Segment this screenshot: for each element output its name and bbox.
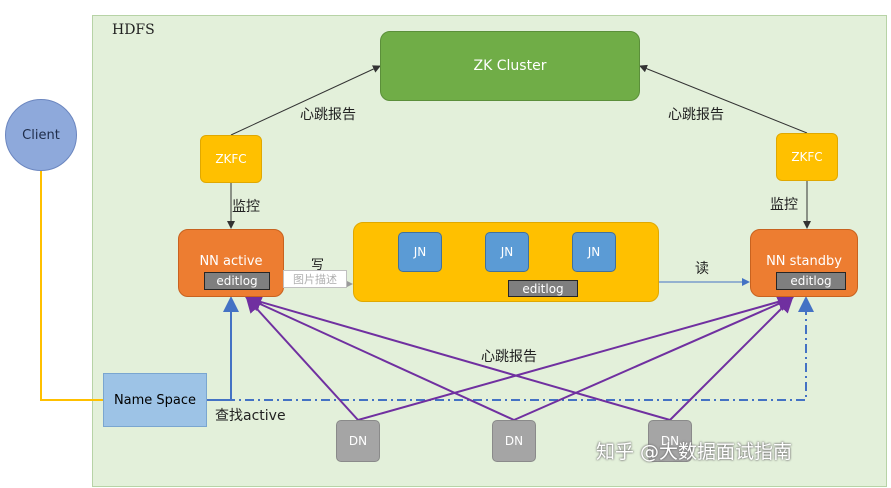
namespace-to-nn-active-line [207,296,239,401]
editlog-standby: editlog [776,272,846,290]
client-to-namespace-line [40,171,103,401]
datanode-2: DN [492,420,536,462]
zkfc-right-node: ZKFC [776,133,838,181]
monitor-label-left: 监控 [232,199,260,215]
journal-node-1: JN [398,232,442,272]
zkfc-left-to-zk-line [230,65,381,136]
zk-cluster-node: ZK Cluster [380,31,640,101]
heartbeat-label-left: 心跳报告 [300,107,356,123]
datanode-heartbeat-label: 心跳报告 [481,349,537,365]
datanode-3: DN [648,420,692,462]
dn3-to-standby-line [669,296,794,421]
hdfs-label: HDFS [112,22,155,38]
dn3-to-active-line [245,294,671,421]
datanode-1: DN [336,420,380,462]
journal-node-2: JN [485,232,529,272]
heartbeat-label-right: 心跳报告 [668,107,724,123]
dn1-to-standby-line [357,294,794,421]
namespace-node: Name Space [103,373,207,427]
journal-node-3: JN [572,232,616,272]
image-placeholder: 图片描述 [283,270,347,288]
dn1-to-active-line [245,296,359,421]
nn-active-label: NN active [199,254,263,269]
write-label: 写 [311,258,325,273]
monitor-label-right: 监控 [770,197,798,213]
dn2-to-active-line [245,296,515,421]
zkfc-left-node: ZKFC [200,135,262,183]
editlog-journal: editlog [508,280,578,297]
nn-standby-label: NN standby [766,254,842,269]
read-label: 读 [695,261,709,277]
zkfc-right-to-zk-line [639,64,808,134]
find-active-dashed-line [207,296,814,401]
find-active-label: 查找active [215,408,286,424]
editlog-active: editlog [204,272,270,290]
client-node: Client [5,99,77,171]
dn2-to-standby-line [513,296,794,421]
watermark: 知乎 @大数据面试指南 [596,441,793,463]
